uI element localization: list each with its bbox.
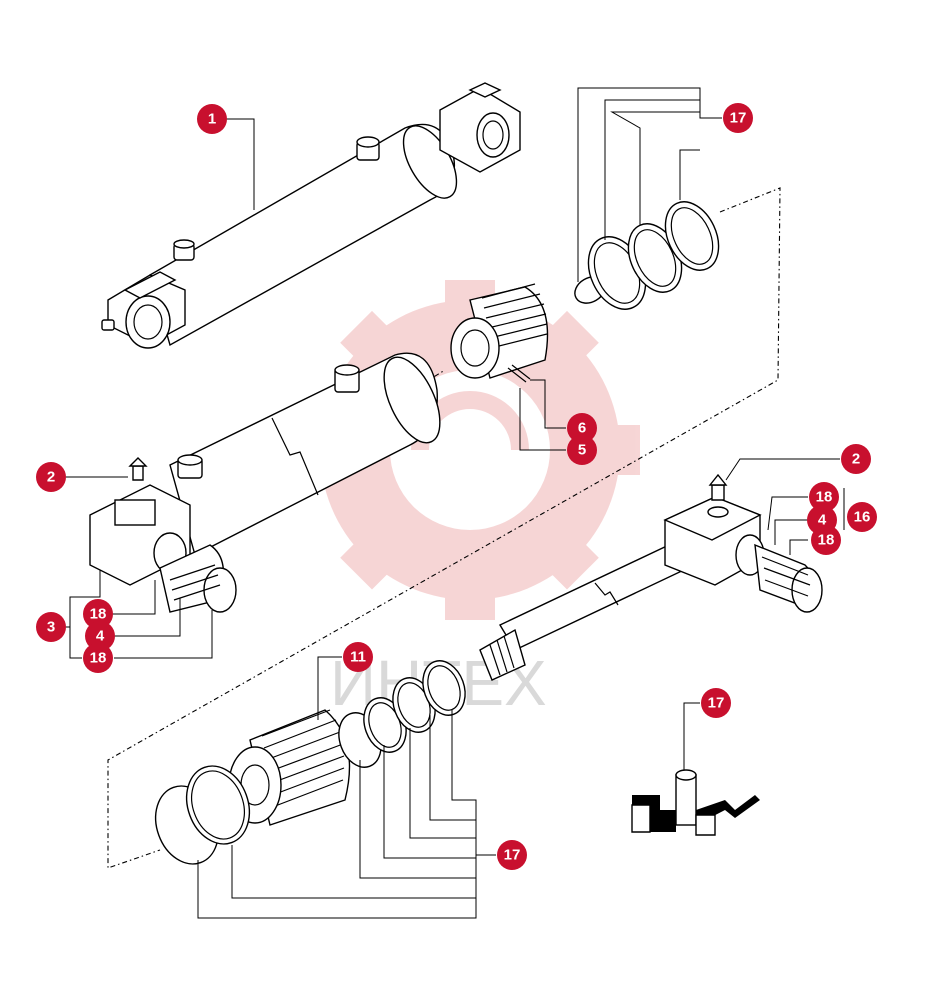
svg-text:18: 18 xyxy=(818,532,835,549)
svg-text:17: 17 xyxy=(730,110,747,127)
callout-5: 5 xyxy=(567,435,597,465)
svg-text:11: 11 xyxy=(350,649,366,666)
leader-lines xyxy=(66,87,845,919)
svg-text:16: 16 xyxy=(854,509,871,526)
svg-text:4: 4 xyxy=(818,512,827,529)
piston-rod xyxy=(479,473,823,681)
callout-3: 3 xyxy=(36,612,66,642)
svg-text:4: 4 xyxy=(96,628,105,645)
callout-18-left-top: 18 xyxy=(83,599,113,629)
complete-cylinder-assembly xyxy=(101,82,521,349)
svg-text:6: 6 xyxy=(578,420,586,437)
piston-assembly-upper xyxy=(450,283,549,383)
svg-text:18: 18 xyxy=(90,606,107,623)
callout-17-detail: 17 xyxy=(701,688,731,718)
callout-2-right: 2 xyxy=(841,444,871,474)
callout-18-left-bottom: 18 xyxy=(83,643,113,673)
callout-6: 6 xyxy=(567,413,597,443)
seal-kit-lower xyxy=(154,660,466,865)
seal-installation-detail xyxy=(631,769,760,836)
svg-text:18: 18 xyxy=(90,650,107,667)
svg-text:17: 17 xyxy=(504,847,521,864)
cylinder-barrel xyxy=(89,352,441,613)
callout-1: 1 xyxy=(197,104,227,134)
callout-18-right-top: 18 xyxy=(809,482,839,512)
svg-text:1: 1 xyxy=(208,111,216,128)
callout-18-right-bottom: 18 xyxy=(811,525,841,555)
svg-text:5: 5 xyxy=(578,442,586,459)
svg-text:2: 2 xyxy=(47,469,55,486)
seal-kit-upper xyxy=(574,201,720,310)
callout-11: 11 xyxy=(343,642,373,672)
callout-4-left: 4 xyxy=(85,621,115,651)
svg-text:2: 2 xyxy=(852,451,860,468)
callout-16: 16 xyxy=(847,502,877,532)
svg-text:18: 18 xyxy=(816,489,833,506)
callout-17-upper: 17 xyxy=(723,103,753,133)
callout-17-lower: 17 xyxy=(497,840,527,870)
callout-2-left: 2 xyxy=(36,462,66,492)
svg-text:3: 3 xyxy=(47,619,55,636)
svg-text:17: 17 xyxy=(708,695,725,712)
